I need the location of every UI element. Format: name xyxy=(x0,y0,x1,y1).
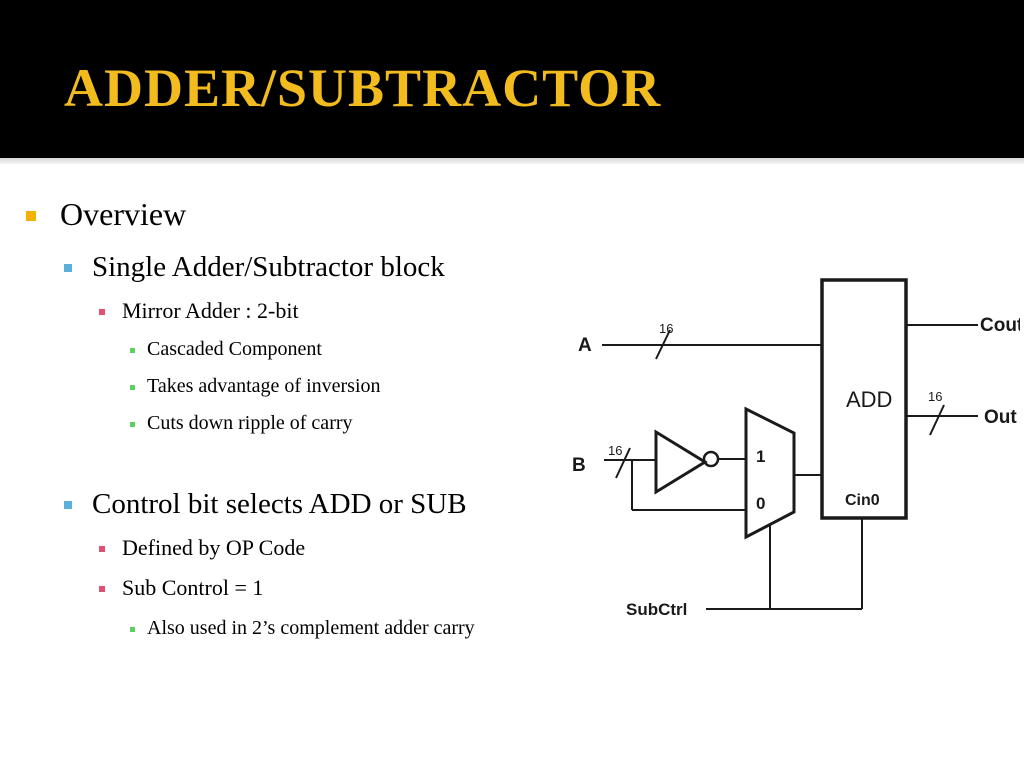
slide-title: ADDER/SUBTRACTOR xyxy=(64,58,662,118)
input-a-label: A xyxy=(578,335,592,356)
output-label: Out xyxy=(984,407,1017,428)
bullet-overview: Overview xyxy=(60,196,187,232)
mux xyxy=(744,406,796,540)
adder-subtractor-diagram: A 16 B 16 ADD Cin0 Cout Out 16 1 0 SubCt… xyxy=(572,278,1020,619)
bus-slash-b xyxy=(615,447,631,479)
bullet-twos-complement: Also used in 2’s complement adder carry xyxy=(147,617,475,639)
input-b-label: B xyxy=(572,455,586,476)
inverter-gate xyxy=(654,429,708,495)
adder-label: ADD xyxy=(846,387,892,412)
bus-slash-a xyxy=(655,329,671,360)
carry-out-label: Cout xyxy=(980,315,1020,336)
bullet-marker xyxy=(99,546,105,552)
mux-input-1-label: 1 xyxy=(756,447,765,466)
mux-input-0-label: 0 xyxy=(756,494,765,513)
bullet-control-bit: Control bit selects ADD or SUB xyxy=(92,488,467,520)
bus-width-out: 16 xyxy=(928,389,942,404)
inverter-bubble xyxy=(702,450,720,468)
bullet-marker xyxy=(130,348,135,353)
bullet-mirror-adder: Mirror Adder : 2-bit xyxy=(122,298,299,323)
bullet-cascaded: Cascaded Component xyxy=(147,338,322,360)
bullet-op-code: Defined by OP Code xyxy=(122,535,306,560)
bullet-marker xyxy=(130,627,135,632)
bullet-sub-control: Sub Control = 1 xyxy=(122,575,264,600)
subctrl-label: SubCtrl xyxy=(626,600,687,619)
carry-in-label: Cin0 xyxy=(845,492,880,509)
bullet-inversion: Takes advantage of inversion xyxy=(147,375,381,397)
bullet-ripple: Cuts down ripple of carry xyxy=(147,412,353,434)
bullet-marker xyxy=(130,385,135,390)
bus-width-a: 16 xyxy=(659,321,673,336)
bus-width-b: 16 xyxy=(608,443,622,458)
bus-slash-out xyxy=(929,404,945,436)
bullet-marker xyxy=(99,586,105,592)
bullet-marker xyxy=(130,422,135,427)
bullet-marker xyxy=(64,264,72,272)
bullet-single-block: Single Adder/Subtractor block xyxy=(92,251,445,283)
bullet-marker xyxy=(99,309,105,315)
adder-block xyxy=(820,278,908,520)
title-bar: ADDER/SUBTRACTOR xyxy=(0,0,1024,158)
title-divider xyxy=(0,158,1024,164)
bullet-marker xyxy=(64,501,72,509)
bullet-marker xyxy=(26,211,36,221)
